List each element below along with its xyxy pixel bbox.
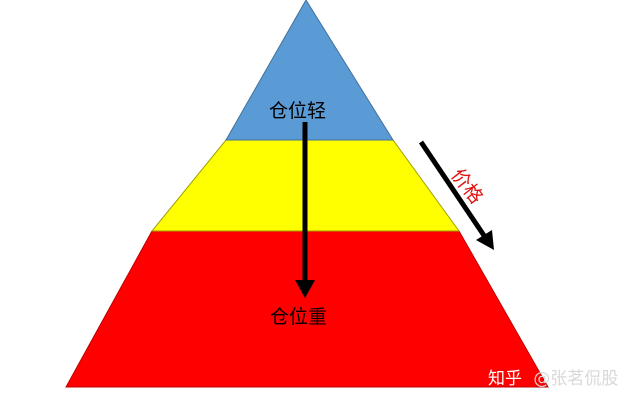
tier-label-heavy-position: 仓位重: [270, 306, 328, 328]
watermark: 知乎 @张茗侃股: [488, 364, 618, 389]
watermark-brand: 知乎: [488, 369, 522, 389]
price-arrow: [418, 140, 494, 250]
watermark-author: @张茗侃股: [533, 369, 619, 389]
tier-label-light-position: 仓位轻: [269, 100, 327, 122]
pyramid-tier-top: [225, 0, 394, 141]
position-arrow: [295, 122, 315, 298]
